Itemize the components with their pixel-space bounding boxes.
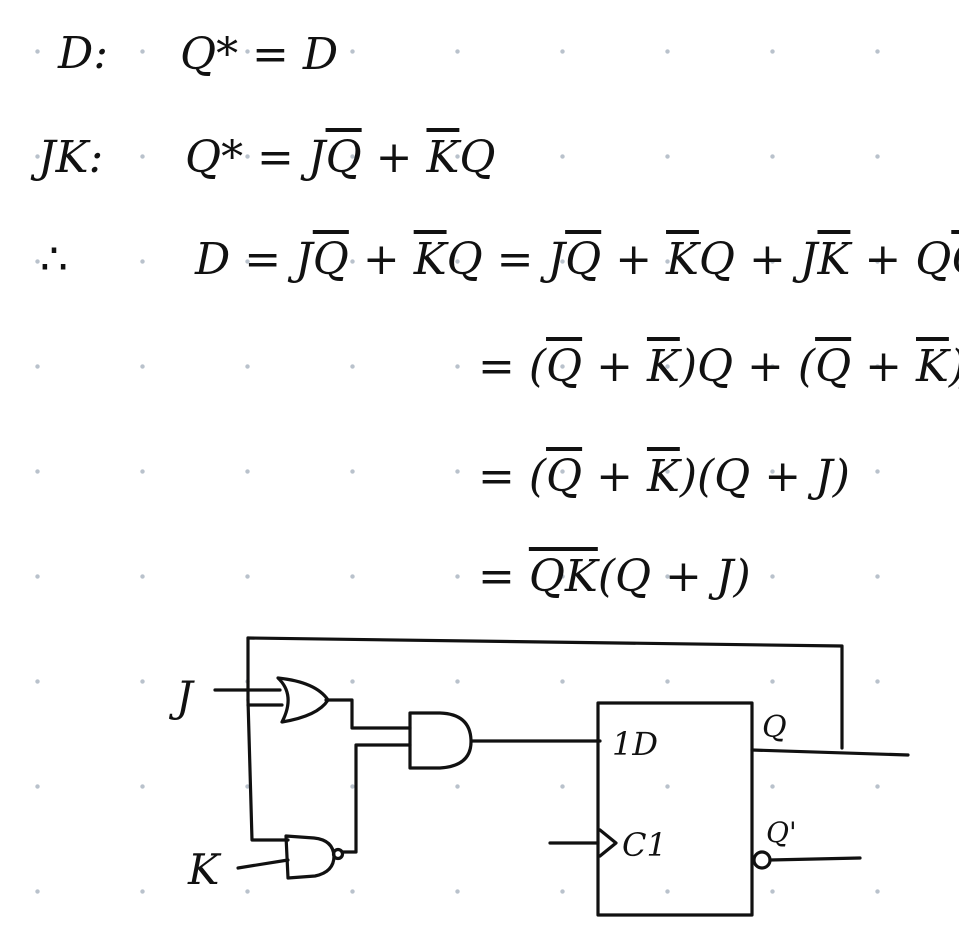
d-equation: Q* = D — [180, 29, 339, 80]
nand-feedback-wire — [246, 698, 290, 842]
j-input-label: J — [176, 672, 193, 721]
and-gate — [408, 711, 473, 770]
nand-bubble — [331, 847, 345, 861]
jk-label: JK: — [38, 132, 104, 183]
q-output-label: Q — [762, 710, 787, 745]
factor-line-2: = (Q + K)(Q + J) — [478, 451, 850, 502]
qn-bubble — [752, 850, 772, 870]
jk-equation: Q* = JQ + KQ — [185, 132, 496, 183]
d-label: D: — [58, 28, 109, 79]
k-input-wire — [236, 858, 290, 870]
clock-indicator — [598, 828, 618, 858]
k-input-label: K — [188, 845, 220, 894]
qn-output-label: Q' — [766, 816, 797, 849]
d-expansion-line: D = JQ + KQ = JQ + KQ + JK + QQ — [195, 234, 959, 285]
ff-d-pin-label: 1D — [612, 725, 659, 763]
q-output-wire — [750, 748, 910, 757]
factor-line-3: = QK(Q + J) — [478, 551, 751, 602]
ff-clock-pin-label: C1 — [622, 826, 667, 864]
nand-gate — [284, 834, 336, 880]
nand-output-wire — [340, 743, 412, 854]
factor-line-1: = (Q + K)Q + (Q + K)J — [478, 341, 959, 392]
or-output-wire — [324, 698, 412, 730]
therefore-symbol: ∴ — [40, 234, 68, 285]
feedback-wire — [246, 636, 844, 750]
qn-output-wire — [768, 856, 862, 862]
d-flip-flop-box — [596, 701, 754, 917]
or-gate — [276, 676, 330, 724]
